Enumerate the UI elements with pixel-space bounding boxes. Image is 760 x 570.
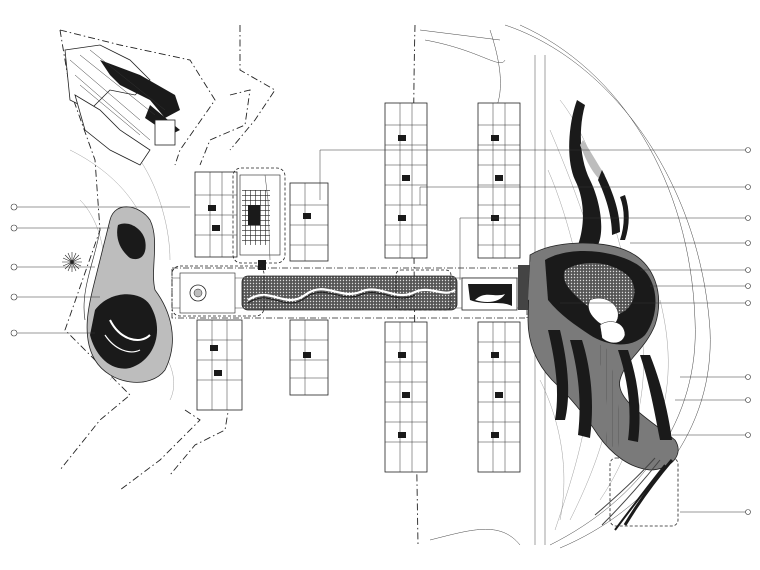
callout-R3 bbox=[459, 215, 751, 280]
callout-R2 bbox=[419, 184, 751, 205]
block-h bbox=[477, 321, 521, 473]
residential-blocks bbox=[194, 102, 521, 473]
block-c bbox=[289, 182, 329, 262]
block-f bbox=[384, 321, 428, 473]
right-water-feature bbox=[527, 100, 679, 531]
callout-L4 bbox=[10, 293, 100, 301]
callout-R10 bbox=[672, 432, 751, 438]
block-e bbox=[384, 102, 428, 259]
callout-L1 bbox=[10, 203, 190, 211]
callout-R7 bbox=[560, 300, 751, 306]
block-b bbox=[196, 319, 243, 411]
callout-L2 bbox=[10, 224, 110, 232]
central-axis-walkway bbox=[171, 265, 530, 319]
callout-R8 bbox=[680, 374, 751, 380]
callout-L5 bbox=[10, 329, 95, 337]
right-callouts bbox=[319, 147, 751, 515]
callout-R6 bbox=[650, 283, 751, 289]
callout-L3 bbox=[10, 263, 95, 271]
courtyard-garden bbox=[239, 174, 281, 270]
callout-R9 bbox=[675, 397, 751, 403]
callout-R4 bbox=[630, 240, 751, 246]
tree-symbol-icon bbox=[62, 252, 82, 272]
callout-R1 bbox=[319, 147, 751, 200]
hillside-building-cluster bbox=[64, 44, 180, 166]
block-g bbox=[477, 102, 521, 259]
callout-R11 bbox=[680, 509, 751, 515]
block-a bbox=[194, 171, 238, 258]
callout-R5 bbox=[640, 267, 751, 273]
left-callouts bbox=[10, 203, 190, 337]
left-pond bbox=[62, 206, 173, 383]
block-d bbox=[289, 319, 329, 396]
